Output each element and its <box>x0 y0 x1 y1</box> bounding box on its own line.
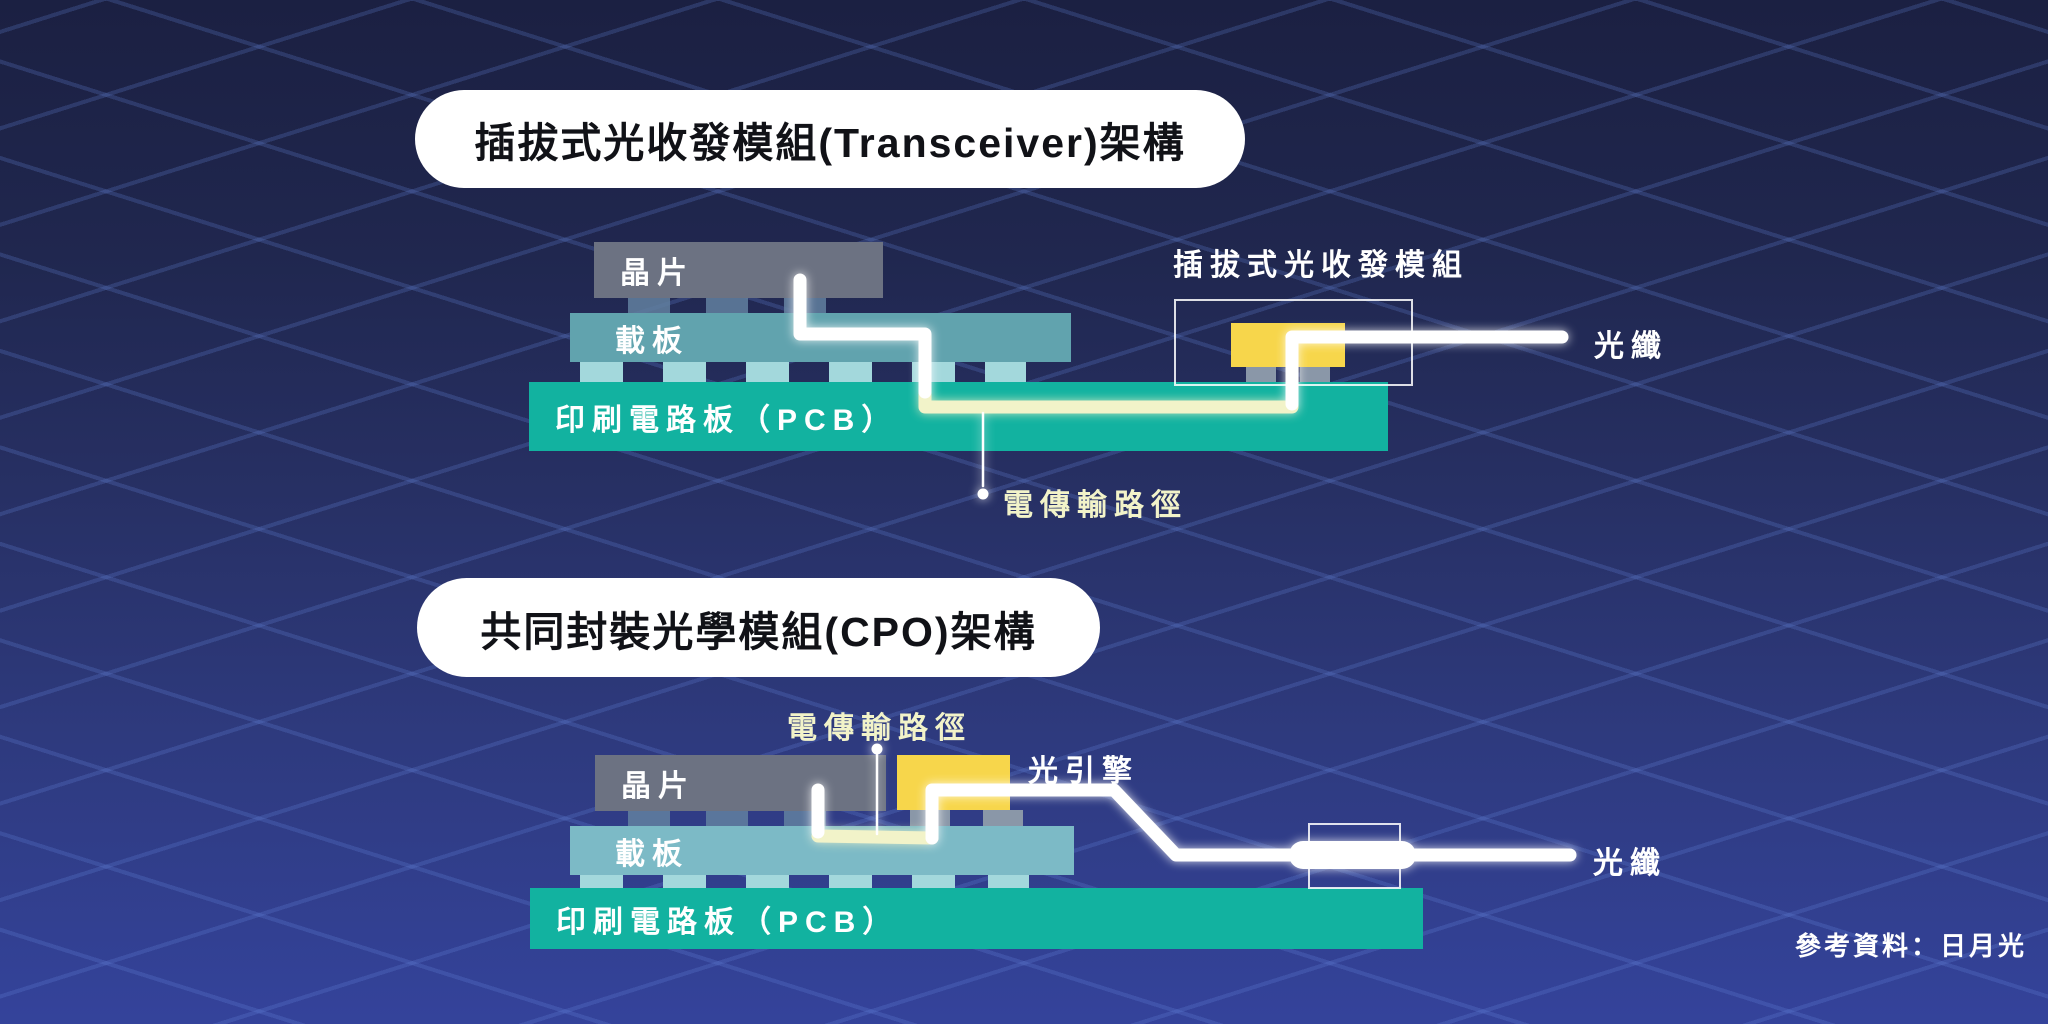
pcb-label-1: 印刷電路板（PCB） <box>555 403 899 437</box>
title-pill-transceiver: 插拔式光收發模組(Transceiver)架構 <box>415 90 1245 188</box>
engine-label: 光引擎 <box>1028 755 1139 788</box>
solder-bump <box>912 875 955 888</box>
module-label-1: 插拔式光收發模組 <box>1173 249 1469 282</box>
title-cpo: 共同封裝光學模組(CPO)架構 <box>480 608 1037 655</box>
solder-bump <box>628 811 670 826</box>
electrical-path-label-1: 電傳輸路徑 <box>1003 489 1188 522</box>
solder-bump <box>829 875 872 888</box>
optical-module-box-1 <box>1231 323 1345 367</box>
solder-bump <box>829 362 872 382</box>
fiber-label-2: 光纖 <box>1593 847 1667 880</box>
chip-box-1: 晶片 <box>594 242 883 298</box>
solder-bump <box>706 811 748 826</box>
fiber-connector-outline-box <box>1308 823 1401 889</box>
title-pill-cpo: 共同封裝光學模組(CPO)架構 <box>417 578 1100 677</box>
solder-bump <box>985 362 1026 382</box>
source-note: 參考資料：日月光 <box>1795 931 2028 961</box>
solder-bump <box>983 810 1023 826</box>
substrate-label-2: 載板 <box>615 837 689 871</box>
solder-bump <box>663 875 706 888</box>
title-transceiver: 插拔式光收發模組(Transceiver)架構 <box>474 120 1186 166</box>
solder-bump <box>1300 367 1330 382</box>
solder-bump <box>746 875 789 888</box>
solder-bump <box>1246 367 1276 382</box>
fiber-label-1: 光纖 <box>1594 330 1668 363</box>
optical-engine-box <box>897 755 1010 810</box>
solder-bump <box>910 810 950 826</box>
solder-bump <box>663 362 706 382</box>
substrate-box-1: 載板 <box>570 313 1071 362</box>
solder-bump <box>706 298 748 313</box>
solder-bump <box>784 298 826 313</box>
solder-bump <box>912 362 955 382</box>
pcb-box-2: 印刷電路板（PCB） <box>530 888 1423 949</box>
pcb-box-1: 印刷電路板（PCB） <box>529 382 1388 451</box>
solder-bump <box>580 875 623 888</box>
chip-label-2: 晶片 <box>621 770 695 803</box>
pcb-label-2: 印刷電路板（PCB） <box>556 905 900 939</box>
solder-bump <box>988 875 1029 888</box>
solder-bump <box>628 298 670 313</box>
electrical-path-label-2: 電傳輸路徑 <box>787 712 972 745</box>
solder-bump <box>746 362 789 382</box>
chip-box-2: 晶片 <box>595 755 886 811</box>
chip-label-1: 晶片 <box>620 257 694 290</box>
substrate-label-1: 載板 <box>615 324 689 358</box>
solder-bump <box>580 362 623 382</box>
substrate-box-2: 載板 <box>570 826 1074 875</box>
solder-bump <box>784 811 826 826</box>
